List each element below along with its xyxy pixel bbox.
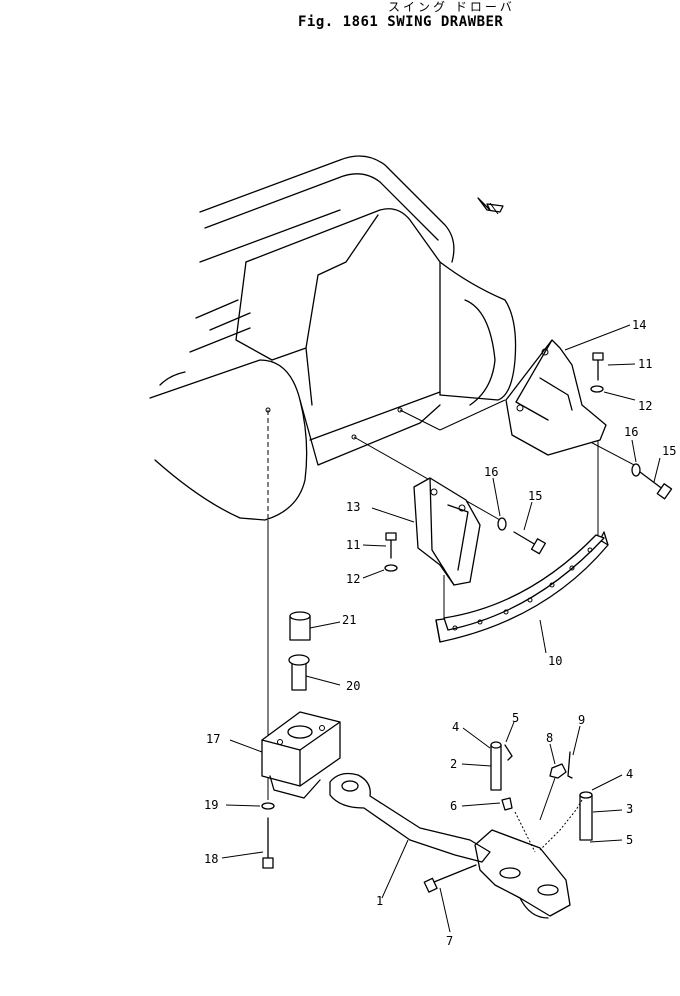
callout-9: 9 (578, 713, 585, 727)
figure-title: Fig. 1861 SWING DRAWBER (298, 14, 504, 30)
callout-11-upper: 11 (638, 357, 652, 371)
pin-9 (567, 751, 573, 779)
callout-18: 18 (204, 852, 218, 866)
cotter-pin-6 (501, 797, 513, 811)
drawbar-1 (329, 772, 571, 919)
swing-rail-10 (435, 531, 609, 643)
washer-16-lower (497, 517, 507, 531)
chain-links (514, 777, 583, 853)
callout-5-lower: 5 (626, 833, 633, 847)
callout-15-lower: 15 (528, 489, 542, 503)
pivot-block-17 (261, 711, 341, 799)
bolt-11-lower (385, 532, 397, 559)
washer-16-upper (631, 463, 641, 477)
callout-4-lower: 4 (626, 767, 633, 781)
callout-labels: 14 11 12 16 15 13 16 15 11 12 21 20 10 1… (204, 318, 676, 948)
washer-12-upper (590, 385, 604, 393)
callout-12-upper: 12 (638, 399, 652, 413)
bracket-13 (413, 477, 481, 586)
callout-16-lower: 16 (484, 465, 498, 479)
callout-19: 19 (204, 798, 218, 812)
cotter-pin-5-upper (504, 744, 513, 761)
machine-body (149, 155, 517, 521)
callout-8: 8 (546, 731, 553, 745)
bolt-15-lower (513, 531, 546, 555)
washer-12-lower (384, 564, 398, 572)
bolt-7 (423, 864, 477, 893)
callout-16-upper: 16 (624, 425, 638, 439)
japanese-title: スイング ドローバ (388, 0, 515, 14)
callout-1: 1 (376, 894, 383, 908)
callout-6: 6 (450, 799, 457, 813)
pin-2 (490, 741, 502, 791)
callout-2: 2 (450, 757, 457, 771)
callout-7: 7 (446, 934, 453, 948)
callout-13: 13 (346, 500, 360, 514)
callout-14: 14 (632, 318, 646, 332)
callout-3: 3 (626, 802, 633, 816)
bracket-14 (505, 339, 607, 456)
callout-11-lower: 11 (346, 538, 360, 552)
bushing-21 (289, 611, 311, 641)
title-block: スイング ドローバ Fig. 1861 SWING DRAWBER (0, 0, 680, 34)
callout-leaders (221, 324, 661, 933)
pin-20 (288, 654, 310, 691)
pin-3 (579, 791, 593, 841)
nut-8 (549, 763, 567, 779)
front-direction-arrow-icon (477, 197, 504, 215)
callout-15-upper: 15 (662, 444, 676, 458)
callout-17: 17 (206, 732, 220, 746)
bolt-15-upper (639, 471, 673, 500)
bolt-11-upper (592, 352, 604, 381)
callout-20: 20 (346, 679, 360, 693)
callout-12-lower: 12 (346, 572, 360, 586)
callout-21: 21 (342, 613, 356, 627)
callout-5-upper: 5 (512, 711, 519, 725)
callout-4-upper: 4 (452, 720, 459, 734)
bolt-18 (262, 817, 274, 869)
washer-19 (261, 802, 275, 810)
callout-10: 10 (548, 654, 562, 668)
